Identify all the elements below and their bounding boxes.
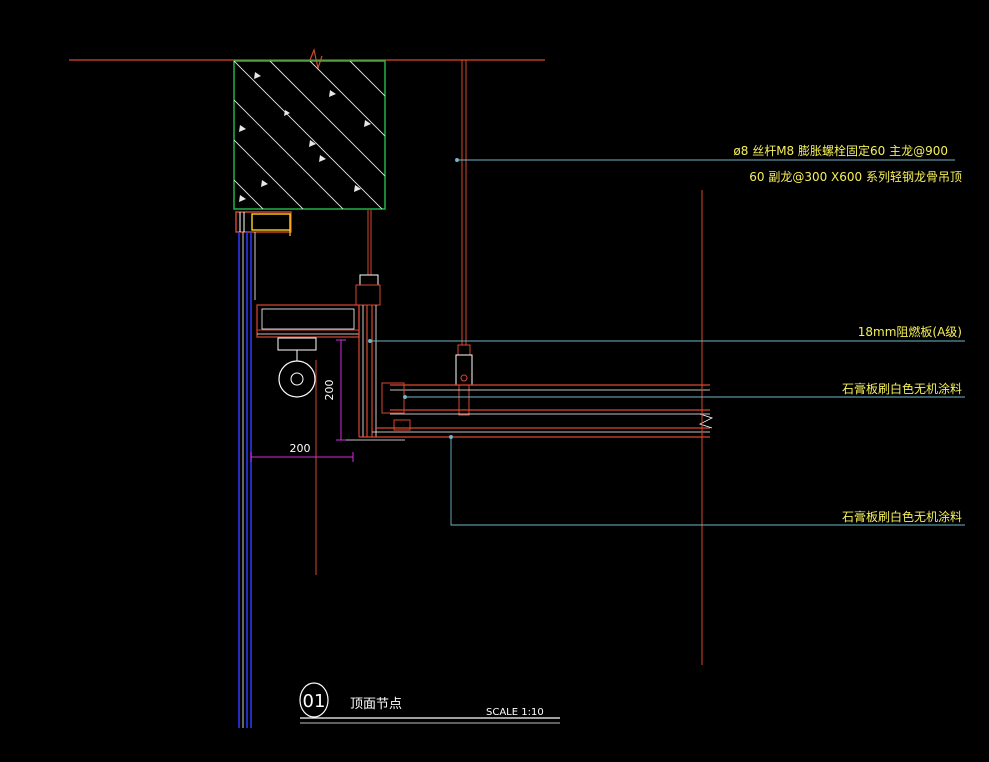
annotation-rod: ø8 丝杆M8 膨胀螺栓固定60 主龙@900 (733, 143, 948, 158)
title-number: 01 (303, 691, 326, 712)
annotation-subkeel: 60 副龙@300 X600 系列轻钢龙骨吊顶 (749, 170, 962, 184)
annotation-board: 18mm阻燃板(A级) (858, 324, 962, 339)
ceiling-slab-line (69, 47, 545, 71)
dimension-vertical-label: 200 (323, 380, 336, 401)
annotation-gypsum-1: 石膏板刷白色无机涂料 (842, 381, 962, 396)
dimension-horizontal-label: 200 (290, 442, 311, 455)
glass-curtain (238, 232, 256, 728)
leader-lines (368, 158, 965, 526)
curtain-box (256, 304, 710, 441)
dimension-horizontal (250, 452, 354, 462)
dimension-vertical (336, 339, 346, 441)
title-text: 顶面节点 (350, 697, 402, 712)
title-block (299, 682, 560, 724)
concrete-beam (233, 60, 386, 210)
aggregate-marks (239, 72, 371, 202)
window-frame (235, 211, 292, 236)
keel-runners (381, 382, 714, 431)
annotation-gypsum-2: 石膏板刷白色无机涂料 (842, 509, 962, 524)
title-scale: SCALE 1:10 (486, 707, 544, 718)
suspension-rods (355, 60, 473, 416)
curtain-roller (277, 337, 317, 398)
